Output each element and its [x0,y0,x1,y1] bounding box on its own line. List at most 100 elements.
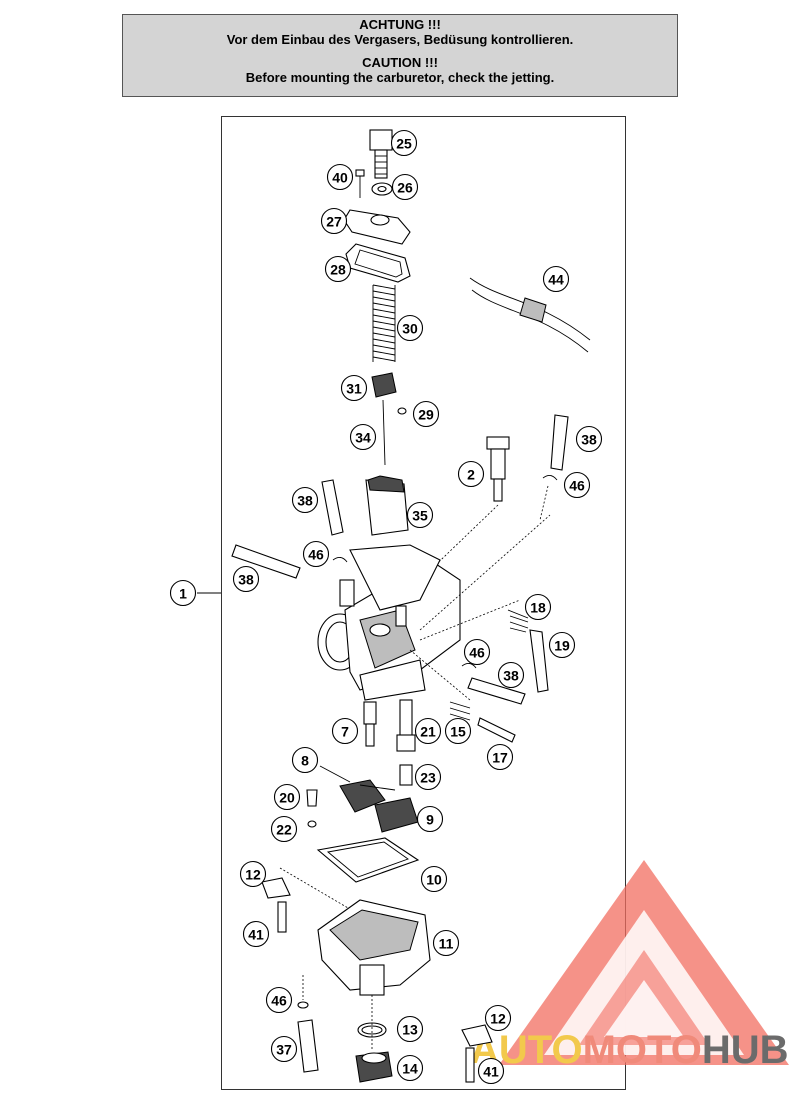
callout-circle [326,163,354,191]
watermark-part-moto: MOTO [582,1028,702,1072]
callout-label: 40 [332,170,348,186]
callout-circle [406,501,434,529]
callout-label: 41 [483,1064,499,1080]
callout-c30: 30 [396,314,424,342]
callout-c19: 19 [548,631,576,659]
callout-label: 20 [279,790,295,806]
callout-c38d: 38 [497,661,525,689]
callout-label: 46 [469,645,485,661]
callout-label: 37 [276,1042,292,1058]
callout-circle [291,486,319,514]
callout-circle [457,460,485,488]
callout-circle [414,717,442,745]
idle-screw-icon [419,436,510,581]
callout-c40: 40 [326,163,354,191]
callout-c44: 44 [542,265,570,293]
float-bowl-icon [317,899,431,996]
callout-circle [463,638,491,666]
callout-circle [414,763,442,791]
callout-c8: 8 [291,746,319,774]
callout-label: 23 [420,770,436,786]
callout-circle [270,815,298,843]
callout-circle [242,920,270,948]
callout-circle [416,805,444,833]
callout-c46d: 46 [265,986,293,1014]
callout-c46b: 46 [302,540,330,568]
callout-c37: 37 [270,1035,298,1063]
callout-circle [486,743,514,771]
callout-label: 9 [426,812,434,828]
warning-de-title: ACHTUNG !!! [359,17,441,32]
callout-c12a: 12 [239,860,267,888]
callout-label: 35 [412,508,428,524]
callout-label: 21 [420,724,436,740]
spring-icon [372,284,396,362]
callout-c21: 21 [414,717,442,745]
callout-c1: 1 [169,579,197,607]
callout-c23: 23 [414,763,442,791]
callout-circle [432,929,460,957]
callout-c22: 22 [270,815,298,843]
callout-c38b: 38 [291,486,319,514]
callout-label: 46 [569,478,585,494]
callout-label: 44 [548,272,564,288]
callout-label: 11 [439,936,454,952]
callout-c41b: 41 [477,1057,505,1085]
callout-c11: 11 [432,929,460,957]
callout-circle [239,860,267,888]
callout-c28: 28 [324,255,352,283]
callout-c31: 31 [340,374,368,402]
callout-c29: 29 [412,400,440,428]
callout-c18: 18 [524,593,552,621]
screw-icon [355,169,365,198]
callout-label: 14 [402,1061,418,1077]
callout-circle [291,746,319,774]
callout-c9: 9 [416,805,444,833]
warning-en-text: Before mounting the carburetor, check th… [245,70,555,85]
callout-label: 30 [402,321,418,337]
callout-circle [497,661,525,689]
callout-label: 29 [418,407,434,423]
callout-label: 2 [467,467,475,483]
callout-circle [273,783,301,811]
watermark-logo-icon [499,860,789,1065]
callout-label: 38 [503,668,519,684]
callout-label: 38 [297,493,313,509]
warning-de-text: Vor dem Einbau des Vergasers, Bedüsung k… [226,32,574,47]
callout-circle [575,425,603,453]
callout-c26: 26 [391,173,419,201]
callout-circle [412,400,440,428]
callout-c15: 15 [444,717,472,745]
callout-label: 1 [179,586,187,602]
callout-c38c: 38 [232,565,260,593]
callout-c35: 35 [406,501,434,529]
callout-label: 46 [308,547,324,563]
callout-circle [169,579,197,607]
callout-label: 26 [397,180,413,196]
callout-label: 25 [396,136,412,152]
callout-circle [232,565,260,593]
warning-en-title: CAUTION !!! [362,55,438,70]
callout-label: 12 [490,1011,506,1027]
callout-circle [396,1054,424,1082]
assembly-frame [221,116,626,1090]
callout-c2: 2 [457,460,485,488]
callout-circle [349,423,377,451]
callout-label: 15 [450,724,466,740]
callout-circle [324,255,352,283]
callout-circle [265,986,293,1014]
carburetor-body-icon [317,544,461,701]
callout-label: 12 [245,867,261,883]
cable-adjuster-icon [369,129,393,179]
callout-c46a: 46 [563,471,591,499]
callout-c12b: 12 [484,1004,512,1032]
callout-c20: 20 [273,783,301,811]
callout-circle [270,1035,298,1063]
callout-c34: 34 [349,423,377,451]
callout-c25: 25 [390,129,418,157]
callout-label: 13 [402,1022,418,1038]
callout-label: 7 [341,724,349,740]
callout-label: 22 [276,822,292,838]
callout-circle [320,207,348,235]
